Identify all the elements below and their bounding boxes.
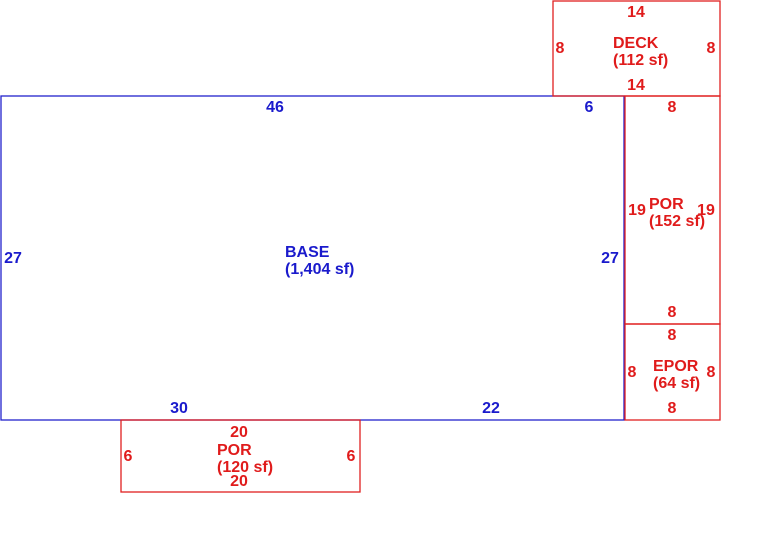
- base-dim-top-left: 46: [266, 99, 284, 116]
- base-label: BASE: [285, 244, 330, 261]
- porch-front-dim-top: 20: [230, 424, 248, 441]
- porch-side-dim-top: 8: [668, 99, 677, 116]
- porch-side-area-value: (152 sf): [649, 213, 705, 230]
- base-dim-bottom-left: 30: [170, 400, 188, 417]
- base-dim-bottom-right: 22: [482, 400, 500, 417]
- deck-label: DECK: [613, 35, 659, 52]
- enclosed-porch-dim-bottom: 8: [668, 400, 677, 417]
- enclosed-porch-dim-right: 8: [707, 364, 716, 381]
- porch-side-dim-left: 19: [628, 202, 646, 219]
- porch-front-area: POR (120 sf) 20 20 6 6: [120, 419, 361, 493]
- base-area: BASE (1,404 sf) 46 6 27 27 30 22: [0, 95, 625, 421]
- deck-dim-left: 8: [556, 40, 565, 57]
- porch-side-dim-bottom: 8: [668, 304, 677, 321]
- deck-dim-bottom: 14: [627, 77, 645, 94]
- porch-front-dim-right: 6: [347, 448, 356, 465]
- porch-side-label: POR: [649, 196, 684, 213]
- porch-front-dim-left: 6: [124, 448, 133, 465]
- base-dim-left: 27: [4, 250, 22, 267]
- deck-dim-top: 14: [627, 4, 645, 21]
- enclosed-porch-dim-top: 8: [668, 327, 677, 344]
- base-area-value: (1,404 sf): [285, 261, 354, 278]
- porch-front-area-value: (120 sf): [217, 459, 273, 476]
- enclosed-porch-label: EPOR: [653, 358, 699, 375]
- porch-front-label: POR: [217, 442, 252, 459]
- base-dim-top-right: 6: [585, 99, 594, 116]
- enclosed-porch-outline: [624, 323, 721, 421]
- porch-side-dim-right: 19: [697, 202, 715, 219]
- enclosed-porch-area-value: (64 sf): [653, 375, 700, 392]
- enclosed-porch-area: EPOR (64 sf) 8 8 8 8: [624, 323, 721, 421]
- porch-front-dim-bottom: 20: [230, 473, 248, 490]
- porch-side-area: POR (152 sf) 8 8 19 19: [624, 95, 721, 325]
- enclosed-porch-dim-left: 8: [628, 364, 637, 381]
- base-dim-right: 27: [601, 250, 619, 267]
- deck-area-value: (112 sf): [613, 52, 668, 69]
- deck-area: DECK (112 sf) 14 14 8 8: [552, 0, 721, 97]
- deck-dim-right: 8: [707, 40, 716, 57]
- porch-front-outline: [120, 419, 361, 493]
